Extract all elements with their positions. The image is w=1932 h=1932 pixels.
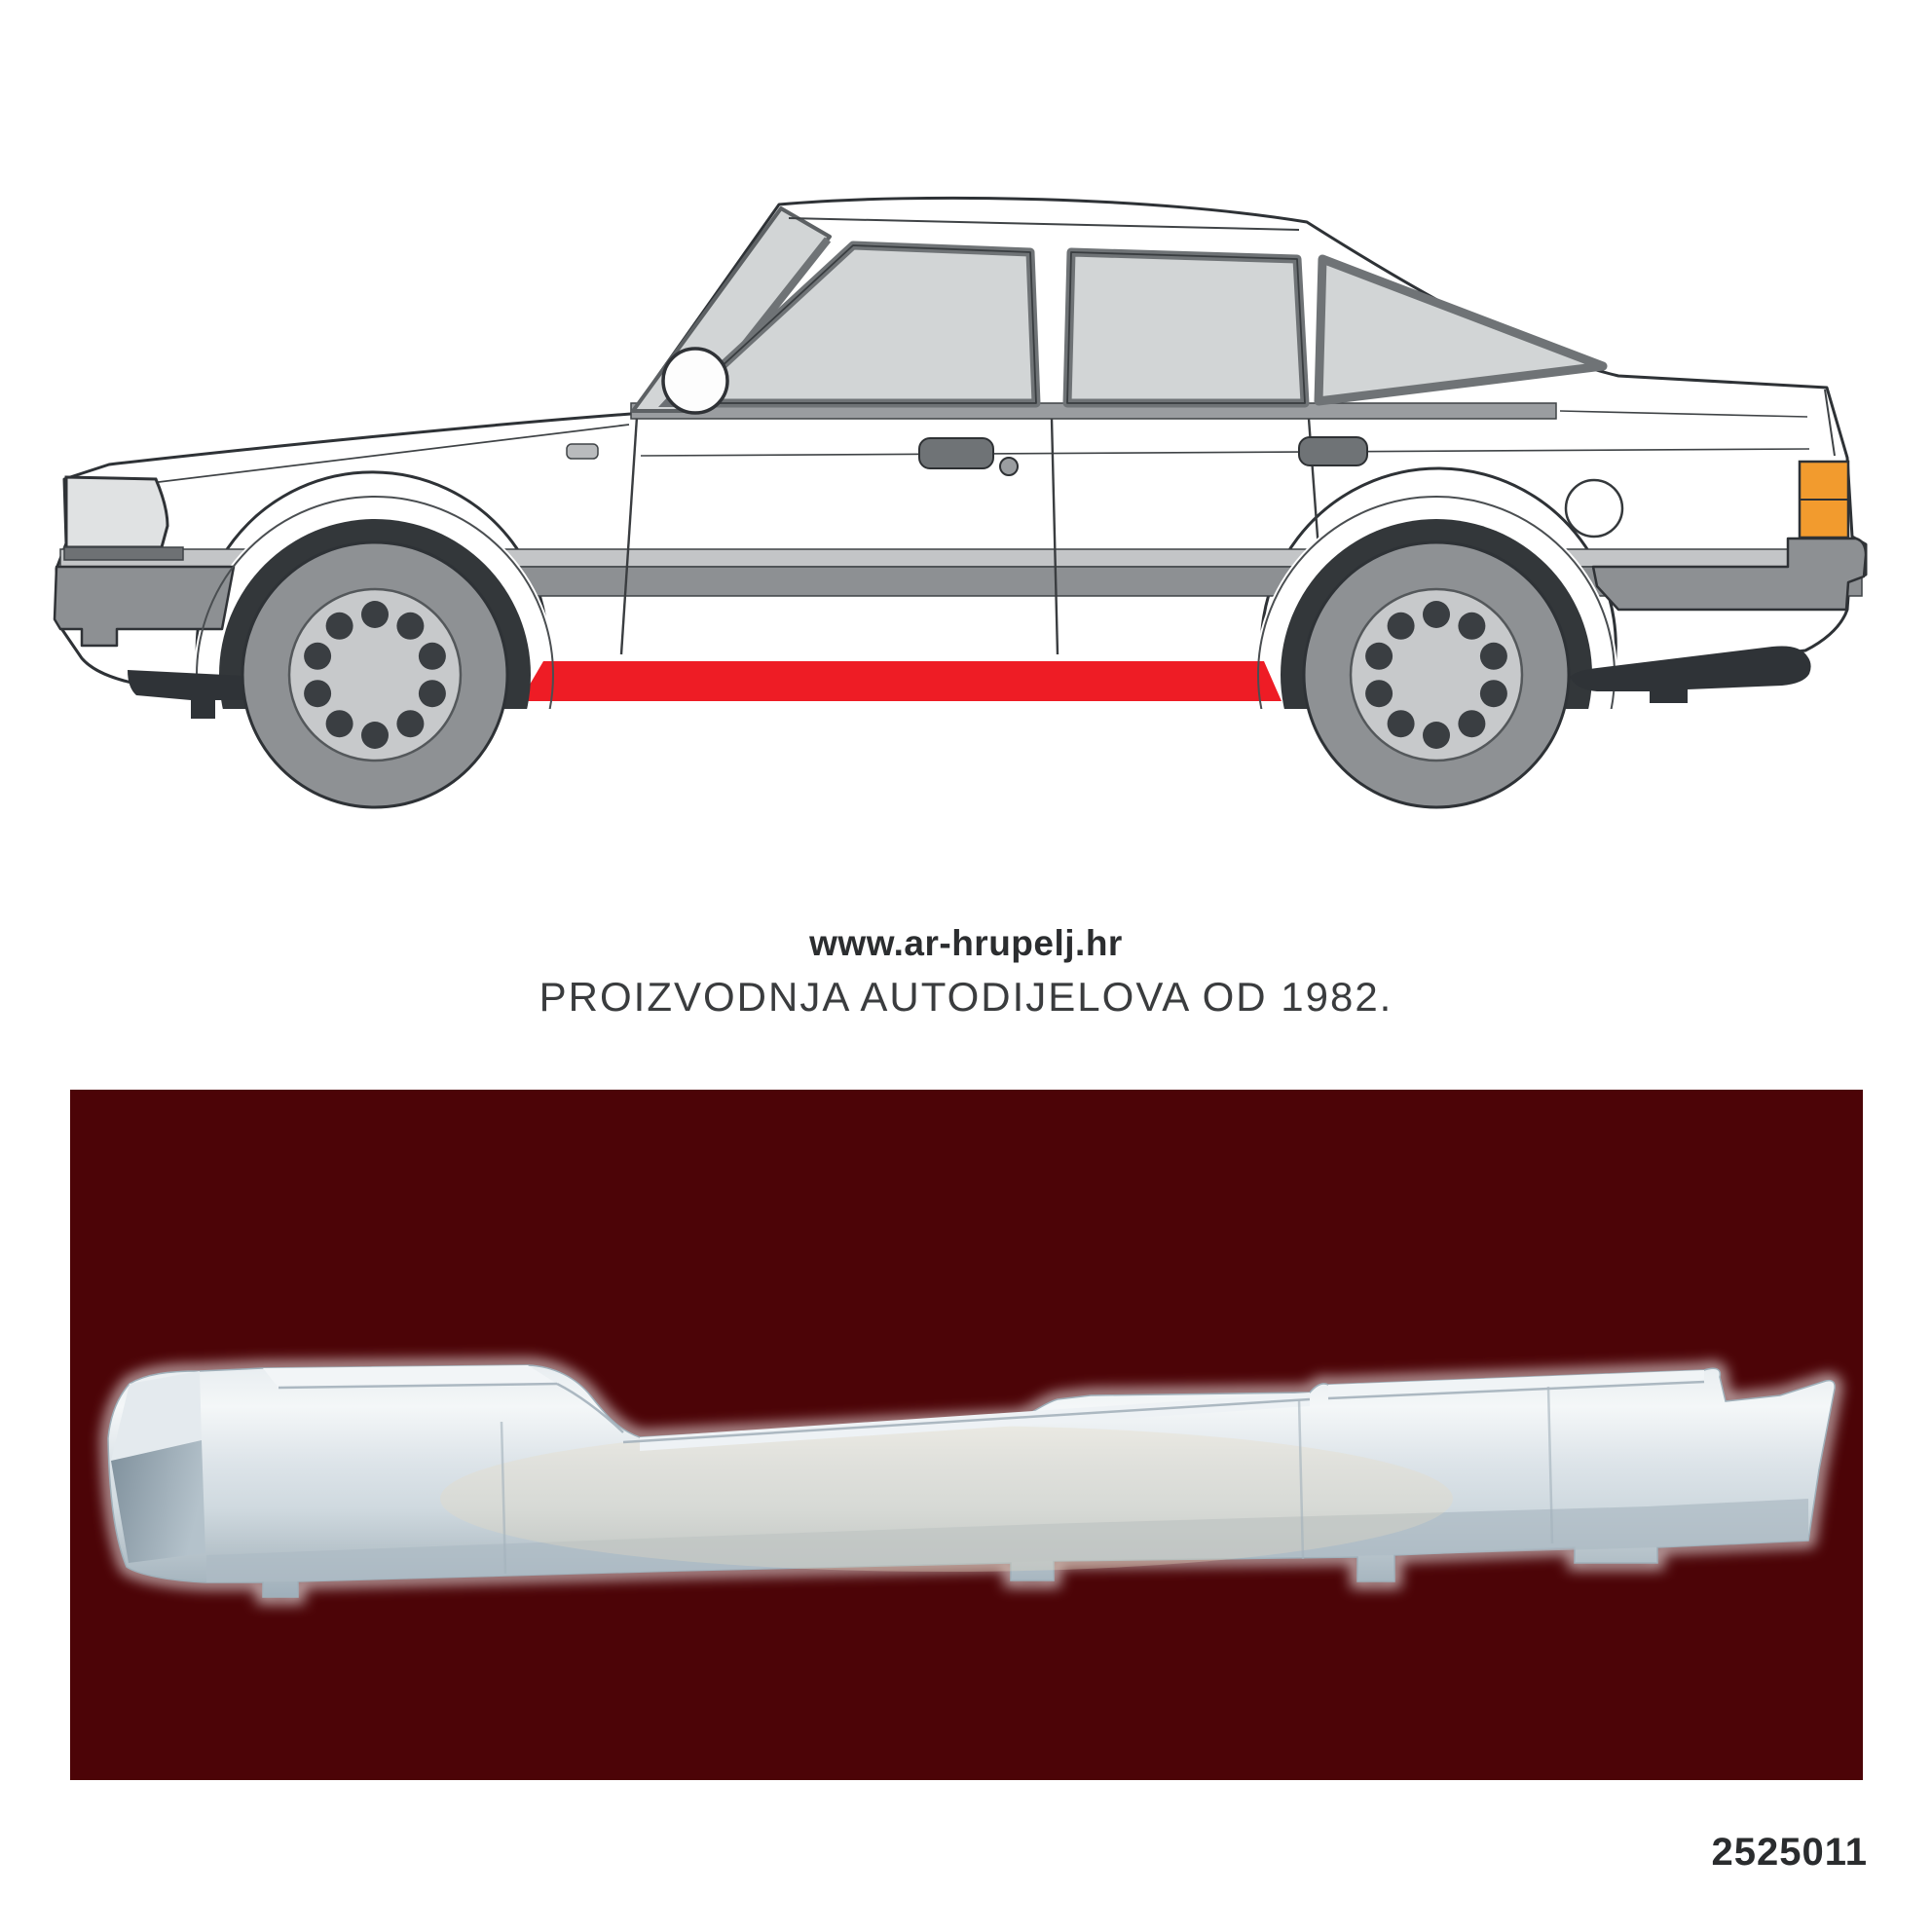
rear-valance bbox=[1570, 646, 1811, 703]
end-cap-recess bbox=[111, 1440, 205, 1563]
side-marker-lamp bbox=[566, 443, 599, 460]
website-text: www.ar-hrupelj.hr bbox=[809, 923, 1123, 963]
door-keyhole bbox=[999, 457, 1019, 476]
tagline-text: PROIZVODNJA AUTODIJELOVA OD 1982. bbox=[539, 974, 1393, 1020]
part-number: 2525011 bbox=[1711, 1831, 1868, 1874]
branding-block: www.ar-hrupelj.hr PROIZVODNJA AUTODIJELO… bbox=[0, 923, 1932, 1021]
sill-part bbox=[100, 1357, 1842, 1604]
front-air-dam bbox=[128, 670, 245, 719]
rear-step-flange bbox=[1328, 1370, 1704, 1398]
body-panel-lines bbox=[118, 389, 1836, 488]
product-photo bbox=[70, 1090, 1863, 1780]
car-diagram bbox=[53, 196, 1868, 809]
front-door-handle bbox=[918, 437, 994, 469]
part-warm-tint bbox=[440, 1426, 1453, 1572]
mid-top-flange bbox=[640, 1393, 1310, 1451]
front-bumper bbox=[53, 565, 236, 648]
rear-door-handle bbox=[1298, 436, 1368, 466]
headlight-trim bbox=[63, 546, 184, 561]
side-mirror bbox=[661, 347, 729, 415]
roof-drip-line bbox=[788, 217, 1300, 231]
quarter-window bbox=[1314, 254, 1608, 406]
rear-door-window bbox=[1062, 247, 1310, 408]
windows bbox=[631, 206, 1608, 413]
sill-highlight bbox=[520, 661, 1282, 701]
front-wheel bbox=[241, 540, 509, 809]
rear-wheel bbox=[1302, 540, 1571, 809]
rear-bumper bbox=[1591, 537, 1868, 612]
sill-part-photo bbox=[70, 1090, 1863, 1780]
fuel-cap bbox=[1564, 478, 1624, 539]
headlight bbox=[64, 475, 169, 549]
part-lower-shade bbox=[206, 1499, 1808, 1582]
part-crease-lines bbox=[278, 1380, 1705, 1575]
front-step-ledge bbox=[263, 1365, 557, 1388]
end-cap-top-face bbox=[111, 1371, 202, 1461]
